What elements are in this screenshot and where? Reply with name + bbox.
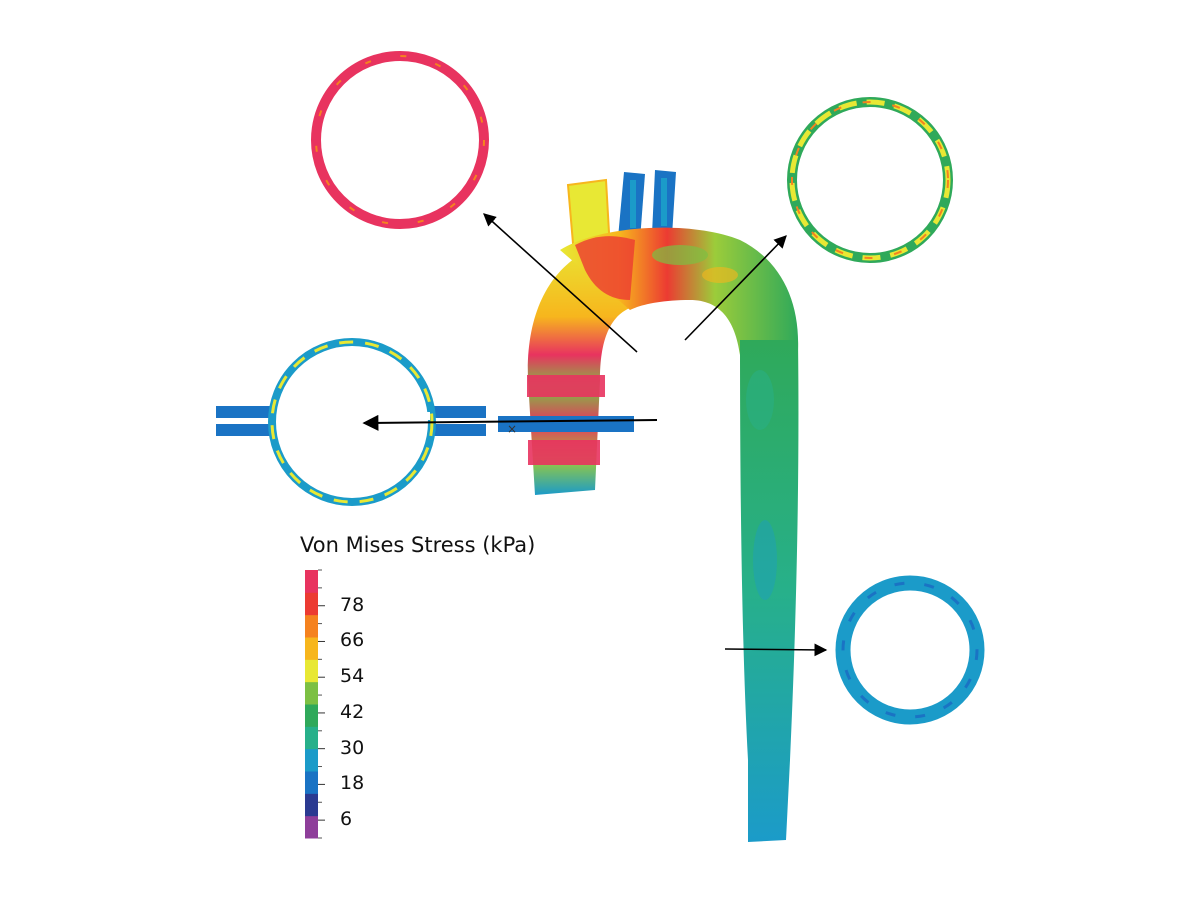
colorbar-tick-label: 18 — [340, 772, 365, 795]
colorbar-segment — [305, 637, 318, 660]
colorbar-title: Von Mises Stress (kPa) — [300, 533, 536, 557]
descending-aorta — [740, 340, 799, 842]
colorbar-tick-label: 78 — [340, 593, 365, 616]
colorbar-tick-label: 6 — [340, 808, 353, 831]
branch-vessels — [566, 170, 676, 257]
arrow-to-top-right-section — [684, 235, 787, 341]
colorbar-tick-label: 42 — [340, 700, 365, 723]
colorbar-segment — [305, 592, 318, 616]
colorbar-segment — [305, 771, 318, 794]
colorbar-segment — [305, 726, 318, 750]
aortic-arch: × — [498, 227, 799, 842]
colorbar-segment — [305, 704, 318, 727]
colorbar-segment — [305, 659, 318, 683]
arrow-to-bottom-right-section — [724, 643, 828, 657]
cross-section-top-right — [787, 97, 953, 263]
colorbar-tick-label: 30 — [340, 736, 365, 759]
colorbar-segment — [305, 748, 318, 772]
colorbar-segment — [305, 681, 318, 705]
cross-section-bottom-right — [835, 575, 985, 725]
pointer-arrows — [362, 213, 828, 657]
colorbar-segment — [305, 614, 318, 638]
cross-section-top-left — [311, 51, 489, 229]
svg-text:×: × — [507, 422, 517, 436]
colorbar-segment — [305, 570, 318, 593]
arrow-to-left-section — [362, 414, 658, 431]
arrow-to-top-left-section — [483, 213, 638, 353]
colorbar-segment — [305, 815, 318, 839]
colorbar — [305, 569, 325, 839]
colorbar-segment — [305, 793, 318, 817]
colorbar-tick-label: 54 — [340, 665, 365, 688]
colorbar-tick-label: 66 — [340, 629, 365, 652]
